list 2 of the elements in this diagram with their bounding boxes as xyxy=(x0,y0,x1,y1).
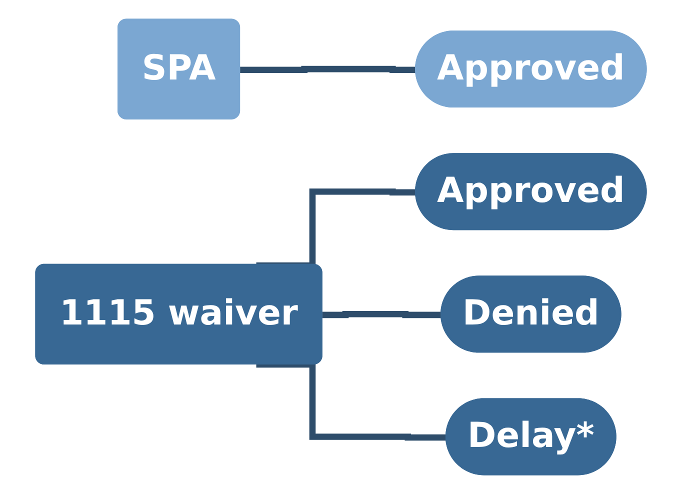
connector xyxy=(240,66,417,73)
connector xyxy=(322,311,442,318)
